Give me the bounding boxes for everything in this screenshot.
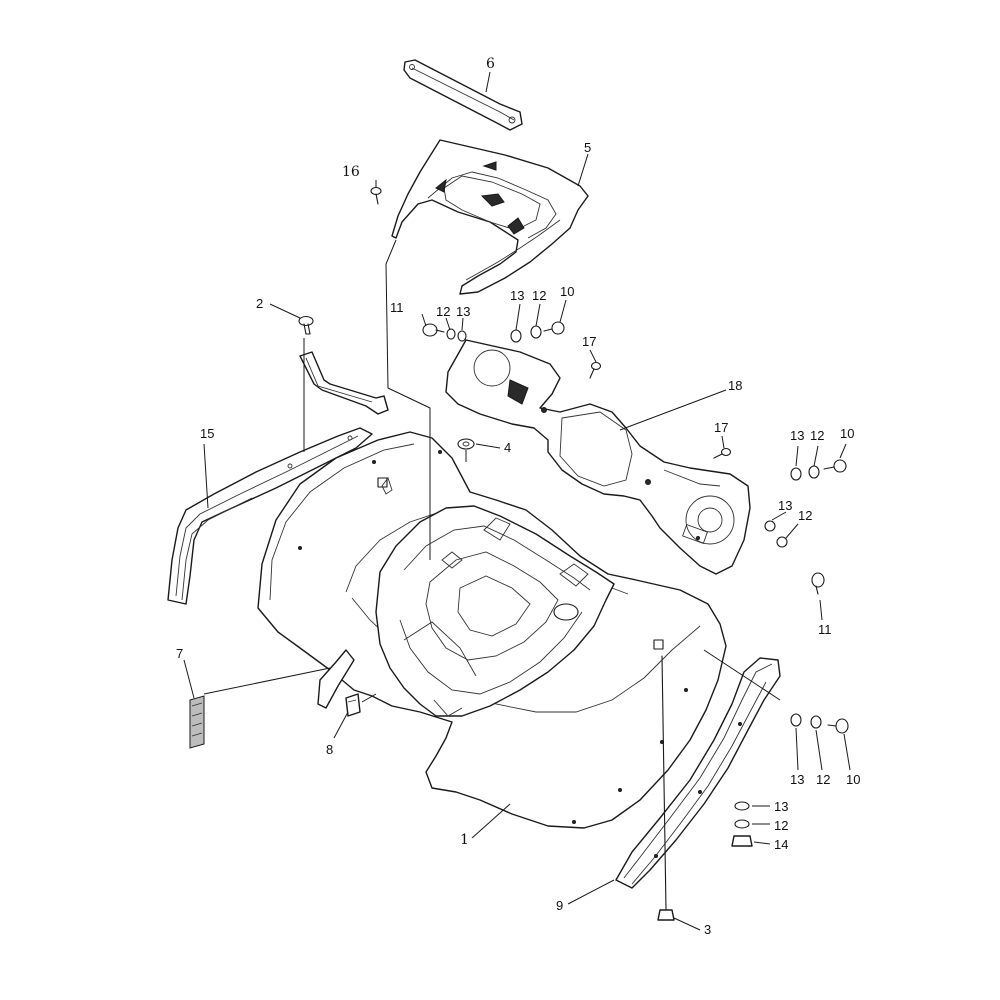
part-4-grommet (457, 438, 475, 450)
callout-12a: 12 (436, 304, 450, 319)
callout-3: 3 (704, 922, 711, 937)
part-17-bolt-upper (589, 361, 602, 379)
callout-18: 18 (728, 378, 742, 393)
callout-13c: 13 (790, 428, 804, 443)
fastener-group-rail (790, 713, 849, 734)
part-7-reflector (189, 695, 205, 749)
part-2-bolt (298, 315, 314, 335)
callout-13f: 13 (774, 799, 788, 814)
callout-13e: 13 (790, 772, 804, 787)
callout-12e: 12 (816, 772, 830, 787)
callout-12b: 12 (532, 288, 546, 303)
fastener-stack-lower (731, 801, 753, 847)
callout-10a: 10 (560, 284, 574, 299)
callout-12c: 12 (810, 428, 824, 443)
callout-labels: 6 5 16 2 11 12 13 13 12 10 17 18 15 4 17… (176, 56, 860, 937)
callout-13a: 13 (456, 304, 470, 319)
part-9-side-rail (615, 657, 781, 889)
part-5-carrier-plate (391, 139, 589, 295)
part-8-clip (345, 693, 361, 717)
callout-5: 5 (584, 140, 591, 155)
callout-15: 15 (200, 426, 214, 441)
callout-1: 1 (460, 832, 469, 848)
callout-10b: 10 (840, 426, 854, 441)
storage-tray (375, 505, 615, 717)
fastener-group-right-lower (764, 520, 825, 595)
callout-11a: 11 (390, 300, 404, 315)
callout-7: 7 (176, 646, 183, 661)
callout-4: 4 (504, 440, 511, 455)
callout-13b: 13 (510, 288, 524, 303)
fastener-group-top-left (422, 323, 467, 342)
callout-12f: 12 (774, 818, 788, 833)
part-16-bolt (370, 186, 382, 205)
callout-14: 14 (774, 837, 788, 852)
callout-12d: 12 (798, 508, 812, 523)
stay-bracket (299, 351, 389, 415)
callout-11b: 11 (818, 622, 832, 637)
callout-17a: 17 (582, 334, 596, 349)
part-3-bolt (657, 655, 675, 921)
callout-6: 6 (486, 56, 495, 72)
callout-9: 9 (556, 898, 563, 913)
callout-10c: 10 (846, 772, 860, 787)
fastener-group-right (790, 459, 847, 481)
callout-8: 8 (326, 742, 333, 757)
leader-lines (183, 71, 851, 931)
callout-2: 2 (256, 296, 263, 311)
mud-flap-bracket (317, 649, 355, 709)
part-18-rear-cover (445, 339, 751, 575)
callout-16: 16 (342, 164, 360, 180)
part-15-side-rail (167, 427, 373, 605)
part-17-bolt-lower (713, 447, 732, 459)
part-6-rear-bracket-bar (403, 59, 523, 131)
fastener-group-top-mid (510, 321, 565, 343)
callout-17b: 17 (714, 420, 728, 435)
callout-13d: 13 (778, 498, 792, 513)
